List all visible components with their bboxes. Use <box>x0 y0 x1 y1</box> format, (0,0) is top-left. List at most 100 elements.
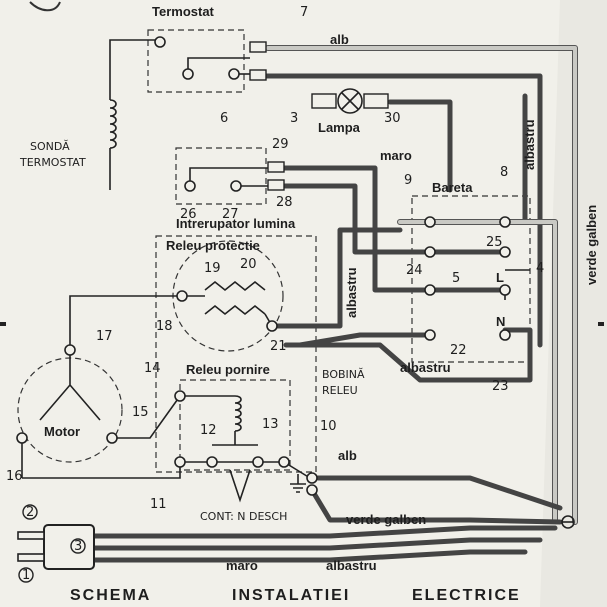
sonda-coil <box>109 99 117 149</box>
corner-mark <box>29 1 61 12</box>
num-20: 20 <box>240 257 257 272</box>
bareta-box <box>411 195 531 363</box>
num-18: 18 <box>156 319 173 334</box>
wire-cable-b <box>87 537 543 551</box>
bareta-l-label: L <box>496 270 504 285</box>
num-13: 13 <box>262 417 279 432</box>
terminal-termostat-2 <box>228 68 240 80</box>
num-4: 4 <box>536 261 544 276</box>
terminal-17 <box>64 344 76 356</box>
sonda-lead-top <box>109 39 158 100</box>
thick-wires <box>87 45 578 563</box>
terminal-11 <box>174 456 186 468</box>
num-12: 12 <box>200 423 217 438</box>
num-9: 9 <box>404 173 412 188</box>
num-16: 16 <box>6 469 23 484</box>
bobina-label-2: RELEU <box>322 384 358 397</box>
bareta-n-label: N <box>496 314 505 329</box>
wire-albastru-mid <box>269 227 403 329</box>
releu-coil <box>234 395 242 432</box>
num-23: 23 <box>492 379 509 394</box>
num-24: 24 <box>406 263 423 278</box>
num-22: 22 <box>450 343 467 358</box>
num-30: 30 <box>384 111 401 126</box>
bareta-label: Bareta <box>432 180 473 195</box>
terminal-ground-a <box>306 472 318 484</box>
wire-label-alb-top: alb <box>330 32 349 47</box>
num-5: 5 <box>452 271 460 286</box>
wire-22 <box>297 332 433 348</box>
intrerupator-label: Intrerupator lumina <box>176 216 296 231</box>
terminal-16 <box>16 432 28 444</box>
num-26: 26 <box>180 207 197 222</box>
releu-protectie-box <box>155 235 317 473</box>
wire-cable-a <box>87 525 558 539</box>
terminal-14 <box>174 390 186 402</box>
releu-pornire-box <box>179 379 291 471</box>
bobina-label-1: BOBINĂ <box>322 368 365 381</box>
wire-cable-c <box>87 549 528 563</box>
wire-alb-bottom <box>315 475 563 511</box>
terminal-24 <box>424 284 436 296</box>
wire-label-albastru-bottom: albastru <box>326 558 377 573</box>
num-25: 25 <box>486 235 503 250</box>
motor-to-18 <box>69 295 180 350</box>
wire-label-albastru-mid: albastru <box>344 267 359 318</box>
num-10: 10 <box>320 419 337 434</box>
terminal-n <box>499 329 511 341</box>
terminal-termostat-1 <box>182 68 194 80</box>
terminal-l <box>499 284 511 296</box>
title-word-1: SCHEMA <box>70 587 151 604</box>
wire-label-maro-bottom: maro <box>226 558 258 573</box>
num-27: 27 <box>222 207 239 222</box>
plug-pin-bottom <box>17 553 45 562</box>
num-29: 29 <box>272 137 289 152</box>
lampa-label: Lampa <box>318 120 361 135</box>
lampa-socket-left <box>311 93 337 109</box>
num-21: 21 <box>270 339 287 354</box>
plug-icon <box>17 504 95 583</box>
terminal-ground-b <box>306 484 318 496</box>
wire-termostat-6 <box>261 73 543 348</box>
plug-pin-top <box>17 531 45 540</box>
edge-mark-left <box>0 322 6 326</box>
num-28: 28 <box>276 195 293 210</box>
sonda-label-2: TERMOSTAT <box>19 156 86 169</box>
terminal-12 <box>206 456 218 468</box>
terminal-numbers: 2 3 1 4 5 6 7 8 9 10 11 12 13 14 15 16 1… <box>6 5 544 583</box>
wire-label-verde-galben-right: verde galben <box>584 205 599 285</box>
spade-7 <box>249 41 267 53</box>
spade-28 <box>267 179 285 191</box>
num-6: 6 <box>220 111 228 126</box>
wire-label-albastru-right: albastru <box>522 119 537 170</box>
termostat-box <box>147 29 245 93</box>
wire-label-maro-top: maro <box>380 148 412 163</box>
releu-contacts <box>212 431 258 446</box>
terminal-9 <box>424 216 436 228</box>
num-7: 7 <box>300 5 308 20</box>
terminal-13 <box>252 456 264 468</box>
termostat-label: Termostat <box>152 4 215 19</box>
terminal-termostat-sonda <box>154 36 166 48</box>
switch-contact-a <box>189 167 268 186</box>
terminals <box>16 36 511 496</box>
wire-label-albastru-low: albastru <box>400 360 451 375</box>
terminal-21 <box>266 320 278 332</box>
sonda-label-1: SONDĂ <box>30 140 70 153</box>
wire-lampa-right <box>387 99 453 193</box>
num-17: 17 <box>96 329 113 344</box>
edge-mark-right <box>598 322 604 326</box>
lampa-cross <box>341 92 359 110</box>
intrerupator-box <box>175 147 267 205</box>
motor-15-lead <box>112 395 181 439</box>
num-14: 14 <box>144 361 161 376</box>
terminal-25 <box>499 246 511 258</box>
terminal-18 <box>176 290 188 302</box>
wire-albastru-low <box>283 327 533 383</box>
releu-protectie-label: Releu protectie <box>166 238 260 253</box>
contacte-label: CONT: N DESCH <box>200 510 287 523</box>
plug-marker-2 <box>22 504 38 520</box>
